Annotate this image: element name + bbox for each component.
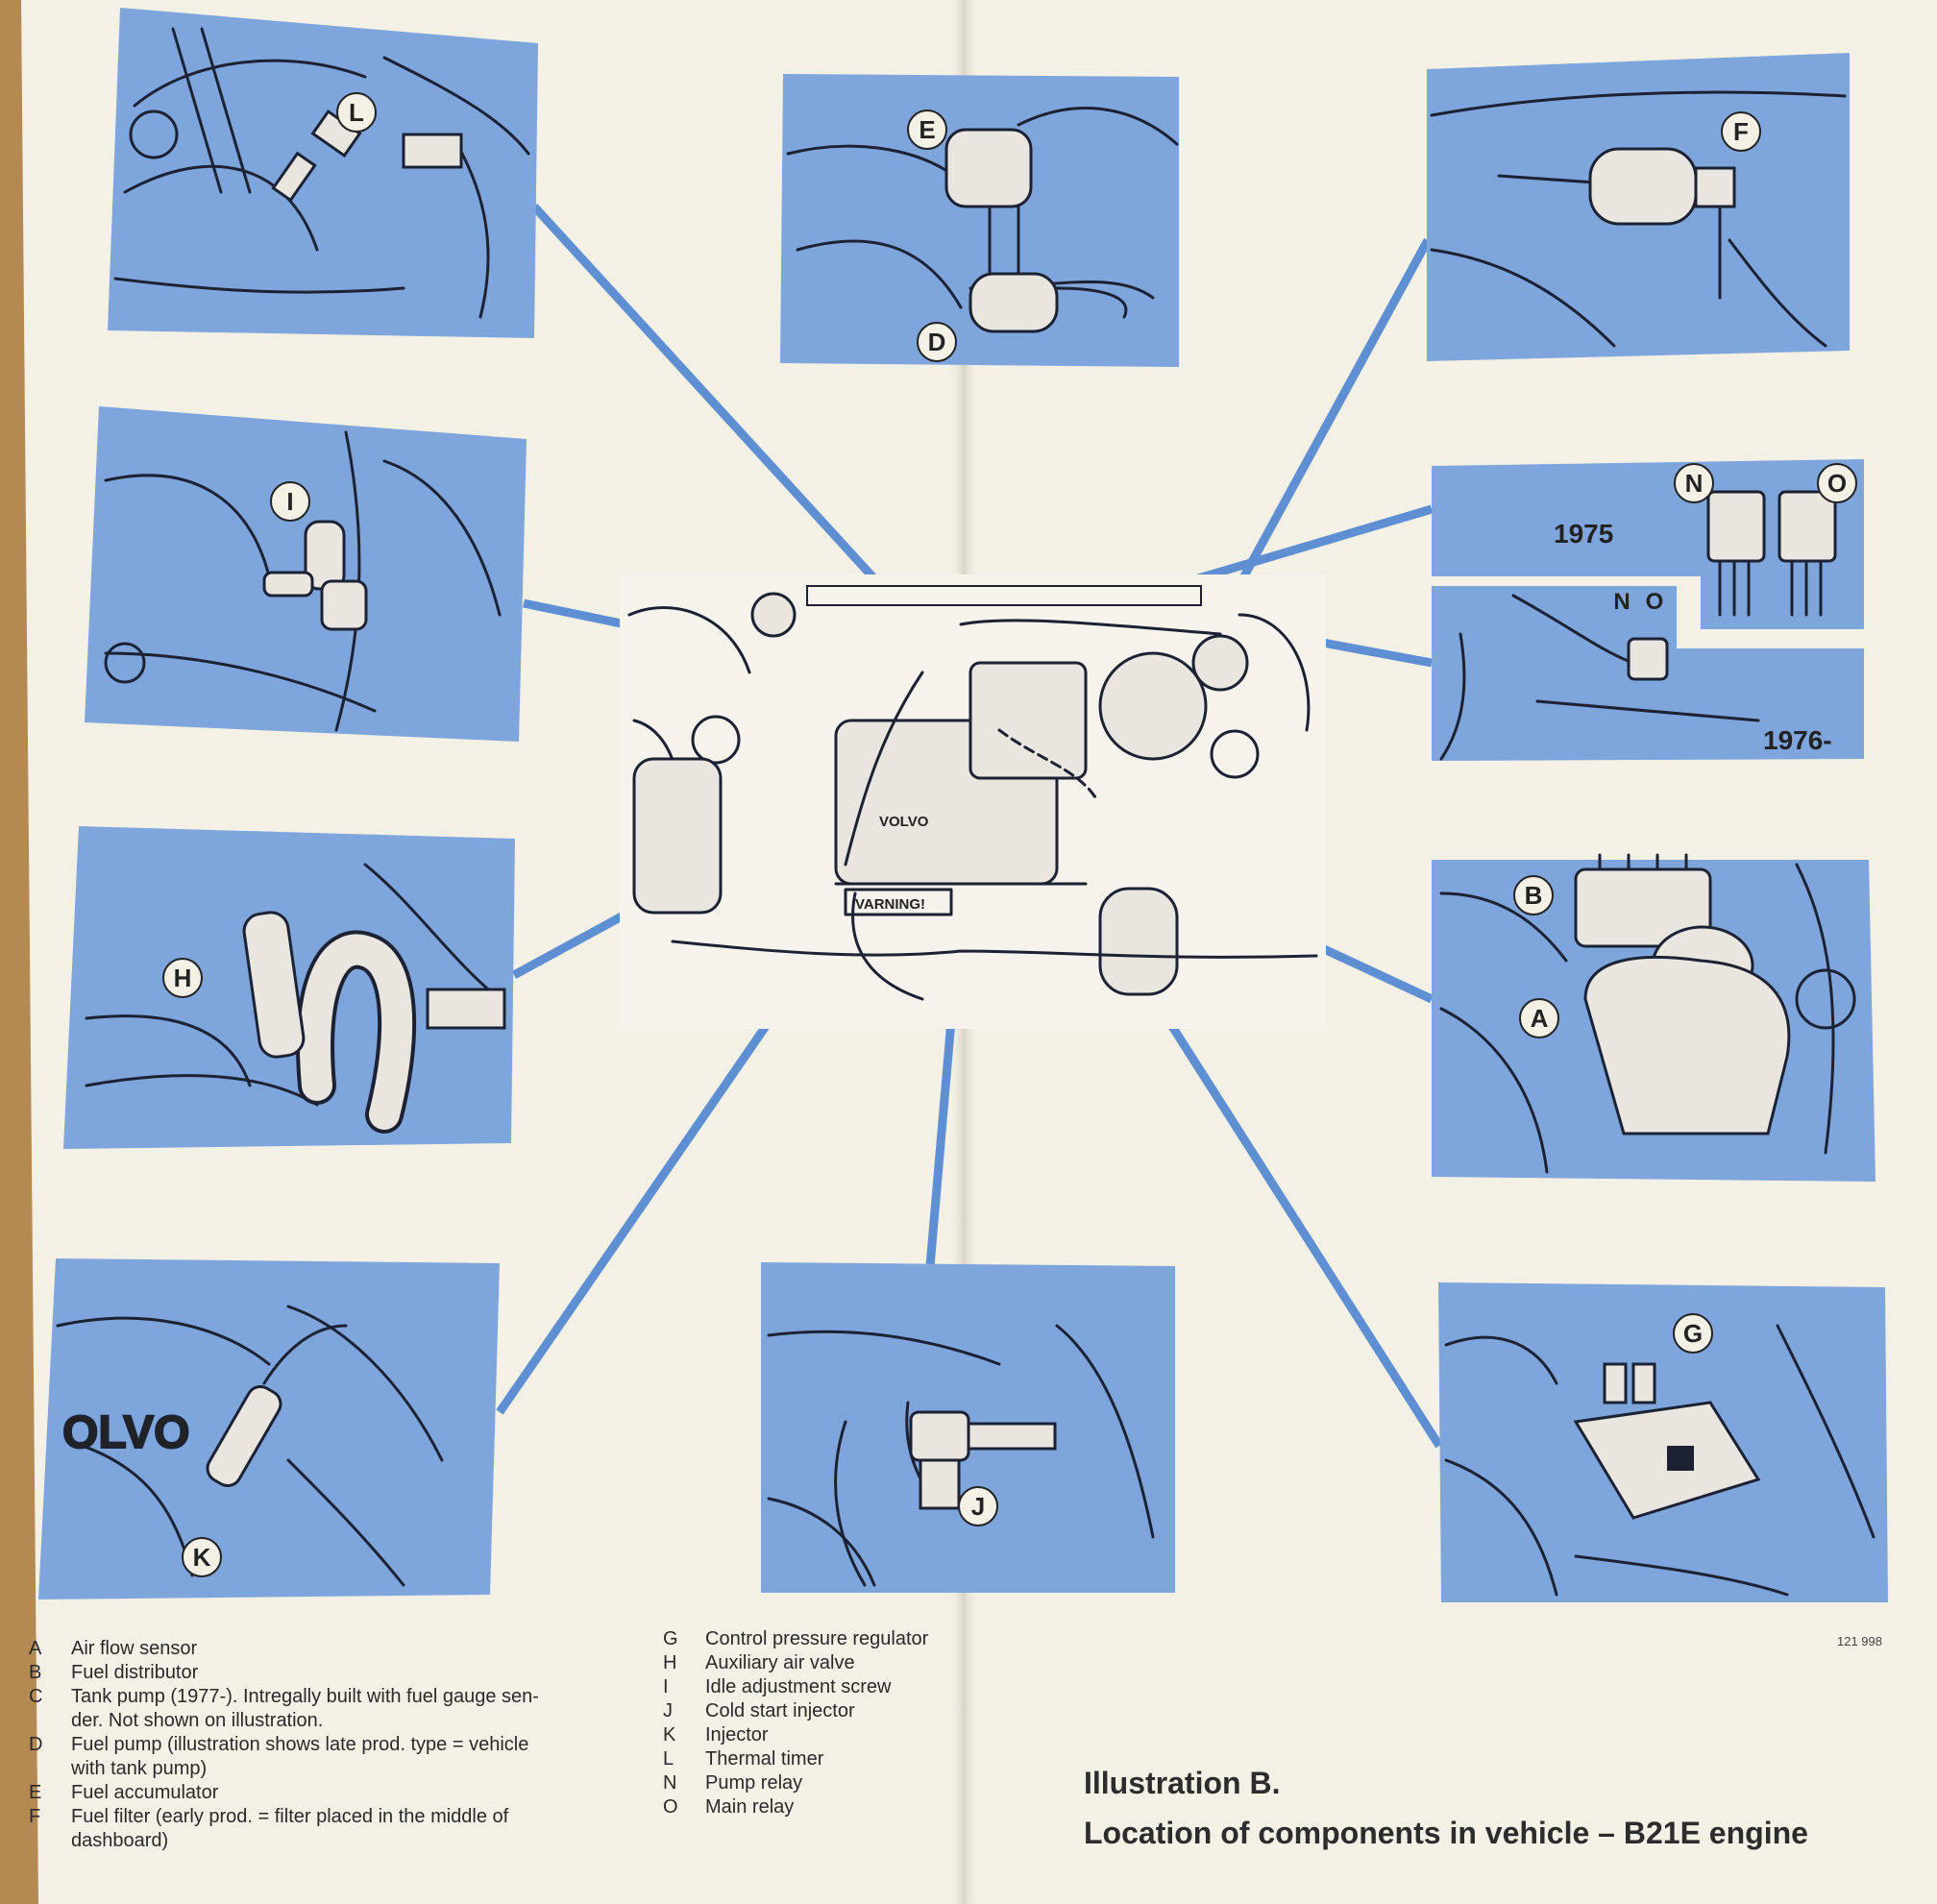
panel-relays: N O N O 1975 1976-: [1432, 459, 1864, 761]
legend-right: G Control pressure regulator H Auxiliary a…: [663, 1627, 1009, 1819]
legend-key: [29, 1709, 71, 1733]
panel-fuel-filter: F: [1427, 53, 1850, 361]
engine-warning-text: VARNING!: [855, 896, 925, 913]
legend-item: N Pump relay: [663, 1771, 1009, 1795]
label-K: K: [193, 1543, 211, 1572]
legend-text: Control pressure regulator: [705, 1628, 929, 1649]
legend-key: K: [663, 1724, 676, 1745]
legend-text: Fuel filter (early prod. = filter placed…: [71, 1806, 509, 1827]
label-E: E: [919, 115, 935, 144]
legend-text: Thermal timer: [705, 1748, 824, 1770]
panel-injector: OLVO K: [38, 1258, 500, 1599]
label-O: O: [1827, 469, 1847, 498]
legend-text: Fuel distributor: [71, 1662, 199, 1683]
year-1975-text: 1975: [1554, 519, 1613, 549]
legend-item: I Idle adjustment screw: [663, 1675, 1009, 1699]
legend-key: H: [663, 1652, 677, 1673]
label-D: D: [928, 328, 946, 356]
caption-subtitle: Location of components in vehicle – B21E…: [1084, 1816, 1808, 1850]
legend-key: J: [663, 1700, 673, 1721]
caption-title: Illustration B.: [1084, 1766, 1281, 1800]
legend-item: A Air flow sensor: [29, 1637, 605, 1661]
legend-item: der. Not shown on illustration.: [29, 1709, 605, 1733]
panel-thermal-timer: L: [108, 8, 538, 338]
legend-item: B Fuel distributor: [29, 1661, 605, 1685]
legend-key: N: [663, 1772, 677, 1794]
legend-text: Fuel pump (illustration shows late prod.…: [71, 1734, 529, 1755]
legend-text: Pump relay: [705, 1772, 803, 1794]
legend-item: K Injector: [663, 1723, 1009, 1747]
legend-text: with tank pump): [71, 1758, 208, 1779]
legend-key: [29, 1829, 71, 1853]
legend-key: B: [29, 1662, 42, 1683]
legend-item: J Cold start injector: [663, 1699, 1009, 1723]
legend-key: O: [663, 1796, 678, 1818]
legend-key: C: [29, 1686, 43, 1707]
legend-key: L: [663, 1748, 674, 1770]
label-N-1976: N: [1613, 589, 1630, 615]
panel-cold-start-injector: J: [761, 1262, 1175, 1593]
legend-key: A: [29, 1638, 42, 1659]
legend-key: E: [29, 1782, 42, 1803]
label-B: B: [1525, 881, 1543, 910]
legend-text: Idle adjustment screw: [705, 1676, 892, 1697]
legend-key: I: [663, 1676, 669, 1697]
panel-aux-air-valve: H: [63, 826, 515, 1149]
legend-text: Injector: [705, 1724, 769, 1745]
label-I: I: [286, 487, 293, 516]
panel-idle-screw: I: [85, 406, 527, 742]
label-G: G: [1683, 1319, 1703, 1348]
label-N: N: [1685, 469, 1704, 498]
legend-left: A Air flow sensor B Fuel distributor C Tank…: [29, 1637, 605, 1853]
label-F: F: [1733, 117, 1749, 146]
legend-text: Cold start injector: [705, 1700, 855, 1721]
label-O-1976: O: [1646, 589, 1664, 615]
part-number: 121 998: [1837, 1634, 1882, 1648]
panel-accumulator-pump: E D: [780, 74, 1179, 367]
legend-item: D Fuel pump (illustration shows late prod…: [29, 1733, 605, 1757]
legend-key: F: [29, 1806, 41, 1827]
legend-key: D: [29, 1734, 43, 1755]
legend-item: with tank pump): [29, 1757, 605, 1781]
year-1976-text: 1976-: [1763, 725, 1832, 755]
head-volvo-text: OLVO: [62, 1407, 189, 1458]
label-L: L: [349, 98, 364, 127]
legend-item: O Main relay: [663, 1795, 1009, 1819]
panel-distributor-sensor: B A: [1432, 853, 1876, 1182]
legend-text: Air flow sensor: [71, 1638, 198, 1659]
panel-pressure-regulator: G: [1438, 1282, 1888, 1602]
legend-item: L Thermal timer: [663, 1747, 1009, 1771]
legend-key: [29, 1757, 71, 1781]
legend-item: C Tank pump (1977-). Intregally built wit…: [29, 1685, 605, 1709]
legend-text: Main relay: [705, 1796, 795, 1818]
label-J: J: [971, 1492, 985, 1521]
legend-item: E Fuel accumulator: [29, 1781, 605, 1805]
engine-volvo-text: VOLVO: [879, 814, 929, 830]
legend-text: der. Not shown on illustration.: [71, 1710, 324, 1731]
legend-item: dashboard): [29, 1829, 605, 1853]
engine-bay-drawing: VARNING! VOLVO: [620, 574, 1326, 1029]
legend-text: Tank pump (1977-). Intregally built with…: [71, 1686, 539, 1707]
legend-item: G Control pressure regulator: [663, 1627, 1009, 1651]
legend-text: Fuel accumulator: [71, 1782, 219, 1803]
legend-item: H Auxiliary air valve: [663, 1651, 1009, 1675]
label-H: H: [174, 964, 192, 992]
legend-text: dashboard): [71, 1830, 169, 1851]
legend-text: Auxiliary air valve: [705, 1652, 855, 1673]
legend-item: F Fuel filter (early prod. = filter place…: [29, 1805, 605, 1829]
legend-key: G: [663, 1628, 678, 1649]
label-A: A: [1531, 1004, 1549, 1033]
